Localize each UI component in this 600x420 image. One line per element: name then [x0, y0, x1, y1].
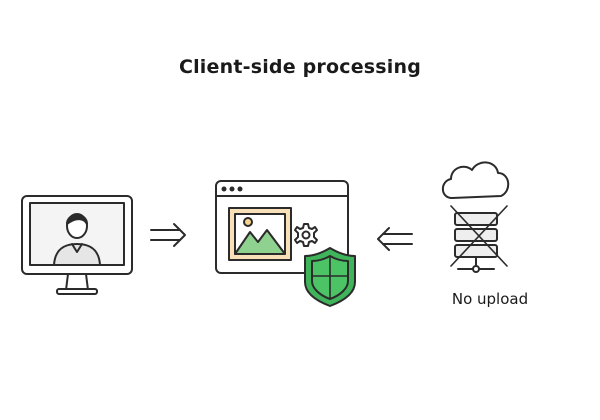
- cloud-icon: [441, 161, 510, 199]
- monitor-with-person-icon: [21, 195, 133, 295]
- window-dot-icon: [229, 186, 235, 192]
- diagram-title: Client-side processing: [178, 56, 422, 78]
- server-crossed-out-icon: [450, 205, 508, 273]
- double-arrow-right-icon: [150, 223, 186, 247]
- shield-icon: [304, 247, 356, 307]
- window-dot-icon: [237, 186, 243, 192]
- browser-window-with-image-icon: [215, 180, 356, 307]
- person-icon: [53, 213, 101, 266]
- image-icon: [228, 207, 292, 261]
- no-upload-caption: No upload: [451, 290, 529, 308]
- gear-icon: [294, 223, 318, 247]
- double-arrow-left-icon: [377, 227, 413, 251]
- window-dot-icon: [221, 186, 227, 192]
